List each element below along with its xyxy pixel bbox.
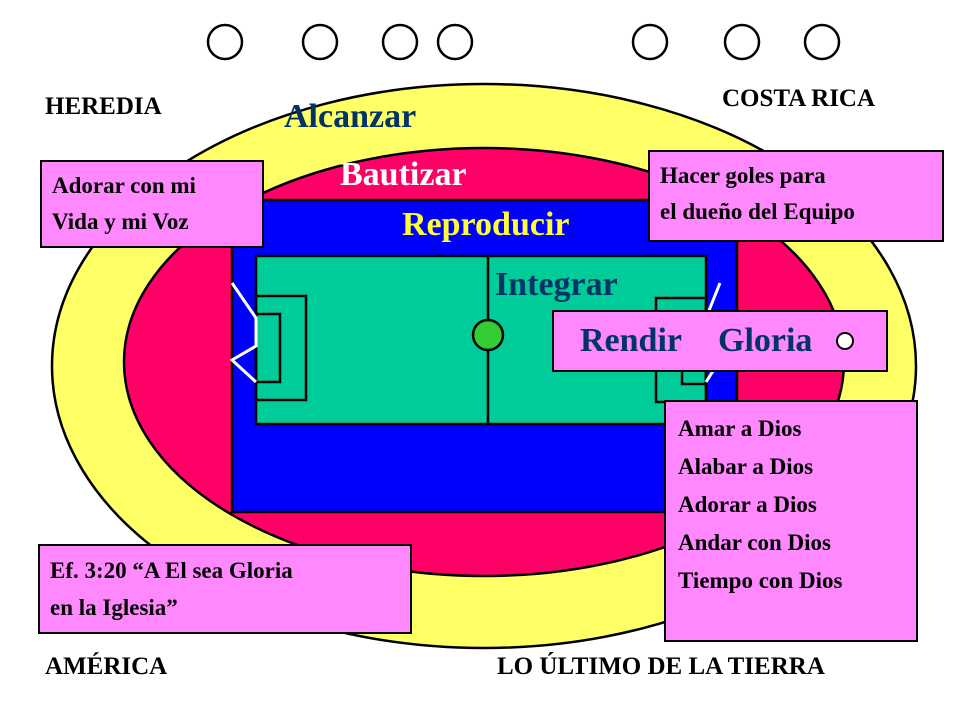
top-circle [301, 23, 339, 61]
list-item: Adorar a Dios [678, 492, 817, 517]
box-adorar-line2: Vida y mi Voz [52, 209, 189, 234]
top-circles [206, 23, 841, 61]
top-circle [436, 23, 474, 61]
box-hacer-goles-line1: Hacer goles para [660, 163, 826, 188]
list-item: Andar con Dios [678, 530, 831, 555]
gloria-label: Gloria [718, 322, 813, 359]
box-adorar: Adorar con mi Vida y mi Voz [40, 160, 264, 248]
list-item: Amar a Dios [678, 416, 802, 441]
box-love-god-list: Amar a Dios Alabar a Dios Adorar a Dios … [664, 400, 918, 642]
box-ephesians-line1: Ef. 3:20 “A El sea Gloria [50, 558, 293, 583]
list-item: Tiempo con Dios [678, 568, 843, 593]
ring-label-alcanzar: Alcanzar [284, 98, 417, 135]
corner-label-heredia: HEREDIA [45, 93, 162, 120]
box-adorar-line1: Adorar con mi [52, 173, 196, 198]
ring-label-reproducir: Reproducir [402, 206, 570, 243]
ball [471, 318, 505, 352]
box-ephesians: Ef. 3:20 “A El sea Gloria en la Iglesia” [38, 544, 412, 634]
list-item: Alabar a Dios [678, 454, 814, 479]
box-hacer-goles-line2: el dueño del Equipo [660, 199, 855, 224]
top-circle [631, 23, 669, 61]
rendir-gloria-bar: Rendir Gloria [552, 310, 888, 372]
box-hacer-goles: Hacer goles para el dueño del Equipo [648, 150, 944, 242]
ring-label-integrar: Integrar [495, 266, 618, 303]
box-ephesians-line2: en la Iglesia” [50, 595, 178, 620]
top-circle [381, 23, 419, 61]
ring-label-bautizar: Bautizar [340, 156, 467, 193]
corner-label-costa-rica: COSTA RICA [722, 85, 876, 112]
top-circle [723, 23, 761, 61]
left-goal-net [229, 282, 258, 384]
small-circle-icon [836, 332, 855, 350]
top-circle [206, 23, 244, 61]
top-circle [803, 23, 841, 61]
left-goal-area [254, 312, 282, 384]
corner-label-america: AMÉRICA [45, 653, 168, 680]
corner-label-last-of-earth: LO ÚLTIMO DE LA TIERRA [497, 653, 825, 680]
rendir-label: Rendir [580, 322, 682, 359]
